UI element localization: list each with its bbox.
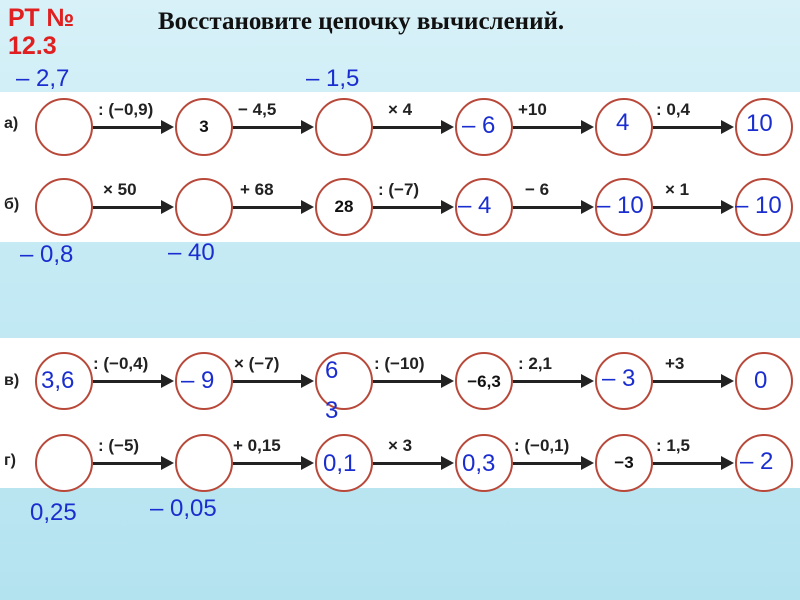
answer-value: 10 bbox=[746, 110, 773, 137]
operation-label: : (−0,4) bbox=[93, 354, 149, 373]
chain-arrow bbox=[653, 120, 734, 134]
chain-circle bbox=[595, 434, 653, 492]
chain-arrow bbox=[513, 374, 594, 388]
operation-label: : 2,1 bbox=[518, 354, 553, 373]
row-label: б) bbox=[4, 196, 20, 213]
chain-circle bbox=[315, 434, 373, 492]
operation-label: × (−7) bbox=[234, 354, 280, 373]
operation-label: × 4 bbox=[388, 100, 413, 119]
answer-value: – 10 bbox=[735, 192, 782, 219]
chain-arrow bbox=[373, 456, 454, 470]
chain-arrow bbox=[93, 456, 174, 470]
chain-arrow bbox=[513, 456, 594, 470]
chain-arrow bbox=[653, 200, 734, 214]
chain-arrow bbox=[653, 374, 734, 388]
answer-value: – 0,05 bbox=[150, 495, 217, 522]
given-value: −3 bbox=[614, 453, 634, 472]
given-value: 28 bbox=[334, 197, 354, 216]
chain-arrow bbox=[233, 200, 314, 214]
answer-value: 0,25 bbox=[30, 499, 77, 526]
row-label: в) bbox=[4, 372, 20, 389]
operation-label: + 0,15 bbox=[233, 436, 281, 455]
chain-circle bbox=[455, 98, 513, 156]
given-value: −6,3 bbox=[467, 372, 501, 391]
rt-label-text: РТ № bbox=[8, 4, 75, 32]
answer-value: 0 bbox=[754, 367, 768, 394]
chain-arrow bbox=[653, 456, 734, 470]
chain-arrow bbox=[373, 200, 454, 214]
answer-value: 6 bbox=[325, 357, 339, 384]
chain-circle bbox=[455, 352, 513, 410]
chain-arrow bbox=[233, 374, 314, 388]
operation-label: : (−10) bbox=[374, 354, 425, 373]
row-label: г) bbox=[4, 452, 16, 469]
chain-circle bbox=[315, 352, 373, 410]
chain-arrow bbox=[513, 200, 594, 214]
chain-arrow bbox=[93, 374, 174, 388]
answer-value: – 1,5 bbox=[306, 65, 360, 92]
row-label: а) bbox=[4, 115, 19, 132]
answer-value: – 10 bbox=[597, 192, 644, 219]
chain-circle bbox=[35, 434, 93, 492]
band-rows-ab bbox=[0, 92, 800, 242]
operation-label: : (−0,1) bbox=[514, 436, 570, 455]
chain-circle bbox=[175, 434, 233, 492]
answer-value: – 2 bbox=[740, 448, 774, 475]
rt-label: РТ № 12.3 bbox=[8, 4, 74, 60]
chain-circle bbox=[595, 98, 653, 156]
chain-circle bbox=[595, 178, 653, 236]
answer-value: 3,6 bbox=[41, 367, 75, 394]
chain-circle bbox=[735, 98, 793, 156]
operation-label: × 1 bbox=[665, 180, 690, 199]
operation-label: + 68 bbox=[240, 180, 274, 199]
page-title: Восстановите цепочку вычислений. bbox=[158, 8, 565, 35]
operation-label: +3 bbox=[665, 354, 685, 373]
chain-arrow bbox=[93, 120, 174, 134]
operation-label: × 3 bbox=[388, 436, 413, 455]
chain-arrow bbox=[373, 374, 454, 388]
operation-label: : 0,4 bbox=[656, 100, 691, 119]
answer-value: – 3 bbox=[602, 365, 636, 392]
operation-label: − 4,5 bbox=[238, 100, 277, 119]
answer-value: 4 bbox=[616, 109, 630, 136]
chain-circle bbox=[595, 352, 653, 410]
chain-circle bbox=[175, 352, 233, 410]
operation-label: : 1,5 bbox=[656, 436, 691, 455]
chain-circle bbox=[735, 178, 793, 236]
answer-value: – 2,7 bbox=[16, 65, 70, 92]
chain-arrow bbox=[93, 200, 174, 214]
operation-label: − 6 bbox=[525, 180, 550, 199]
rt-number: 12.3 bbox=[8, 32, 57, 60]
chain-circle bbox=[35, 98, 93, 156]
chain-circle bbox=[455, 178, 513, 236]
answer-value: 0,3 bbox=[462, 450, 496, 477]
answer-value: 3 bbox=[325, 397, 339, 424]
chain-arrow bbox=[233, 456, 314, 470]
operation-label: : (−5) bbox=[98, 436, 140, 455]
answer-value: – 40 bbox=[168, 239, 215, 266]
given-value: 3 bbox=[199, 117, 209, 136]
operation-label: : (−7) bbox=[378, 180, 420, 199]
answer-value: – 9 bbox=[181, 367, 215, 394]
chain-arrow bbox=[233, 120, 314, 134]
chain-circle bbox=[175, 98, 233, 156]
chain-circle bbox=[455, 434, 513, 492]
chain-circle bbox=[35, 352, 93, 410]
operation-label: × 50 bbox=[103, 180, 137, 199]
answer-value: – 4 bbox=[458, 192, 492, 219]
chain-circle bbox=[735, 352, 793, 410]
operation-label: +10 bbox=[518, 100, 547, 119]
chain-circle bbox=[175, 178, 233, 236]
answer-value: – 0,8 bbox=[20, 241, 74, 268]
answer-value: – 6 bbox=[462, 112, 496, 139]
chain-circle bbox=[315, 178, 373, 236]
answer-value: 0,1 bbox=[323, 450, 357, 477]
chain-arrow bbox=[373, 120, 454, 134]
chain-circle bbox=[315, 98, 373, 156]
chain-arrow bbox=[513, 120, 594, 134]
operation-label: : (−0,9) bbox=[98, 100, 154, 119]
chain-circle bbox=[35, 178, 93, 236]
chain-circle bbox=[735, 434, 793, 492]
